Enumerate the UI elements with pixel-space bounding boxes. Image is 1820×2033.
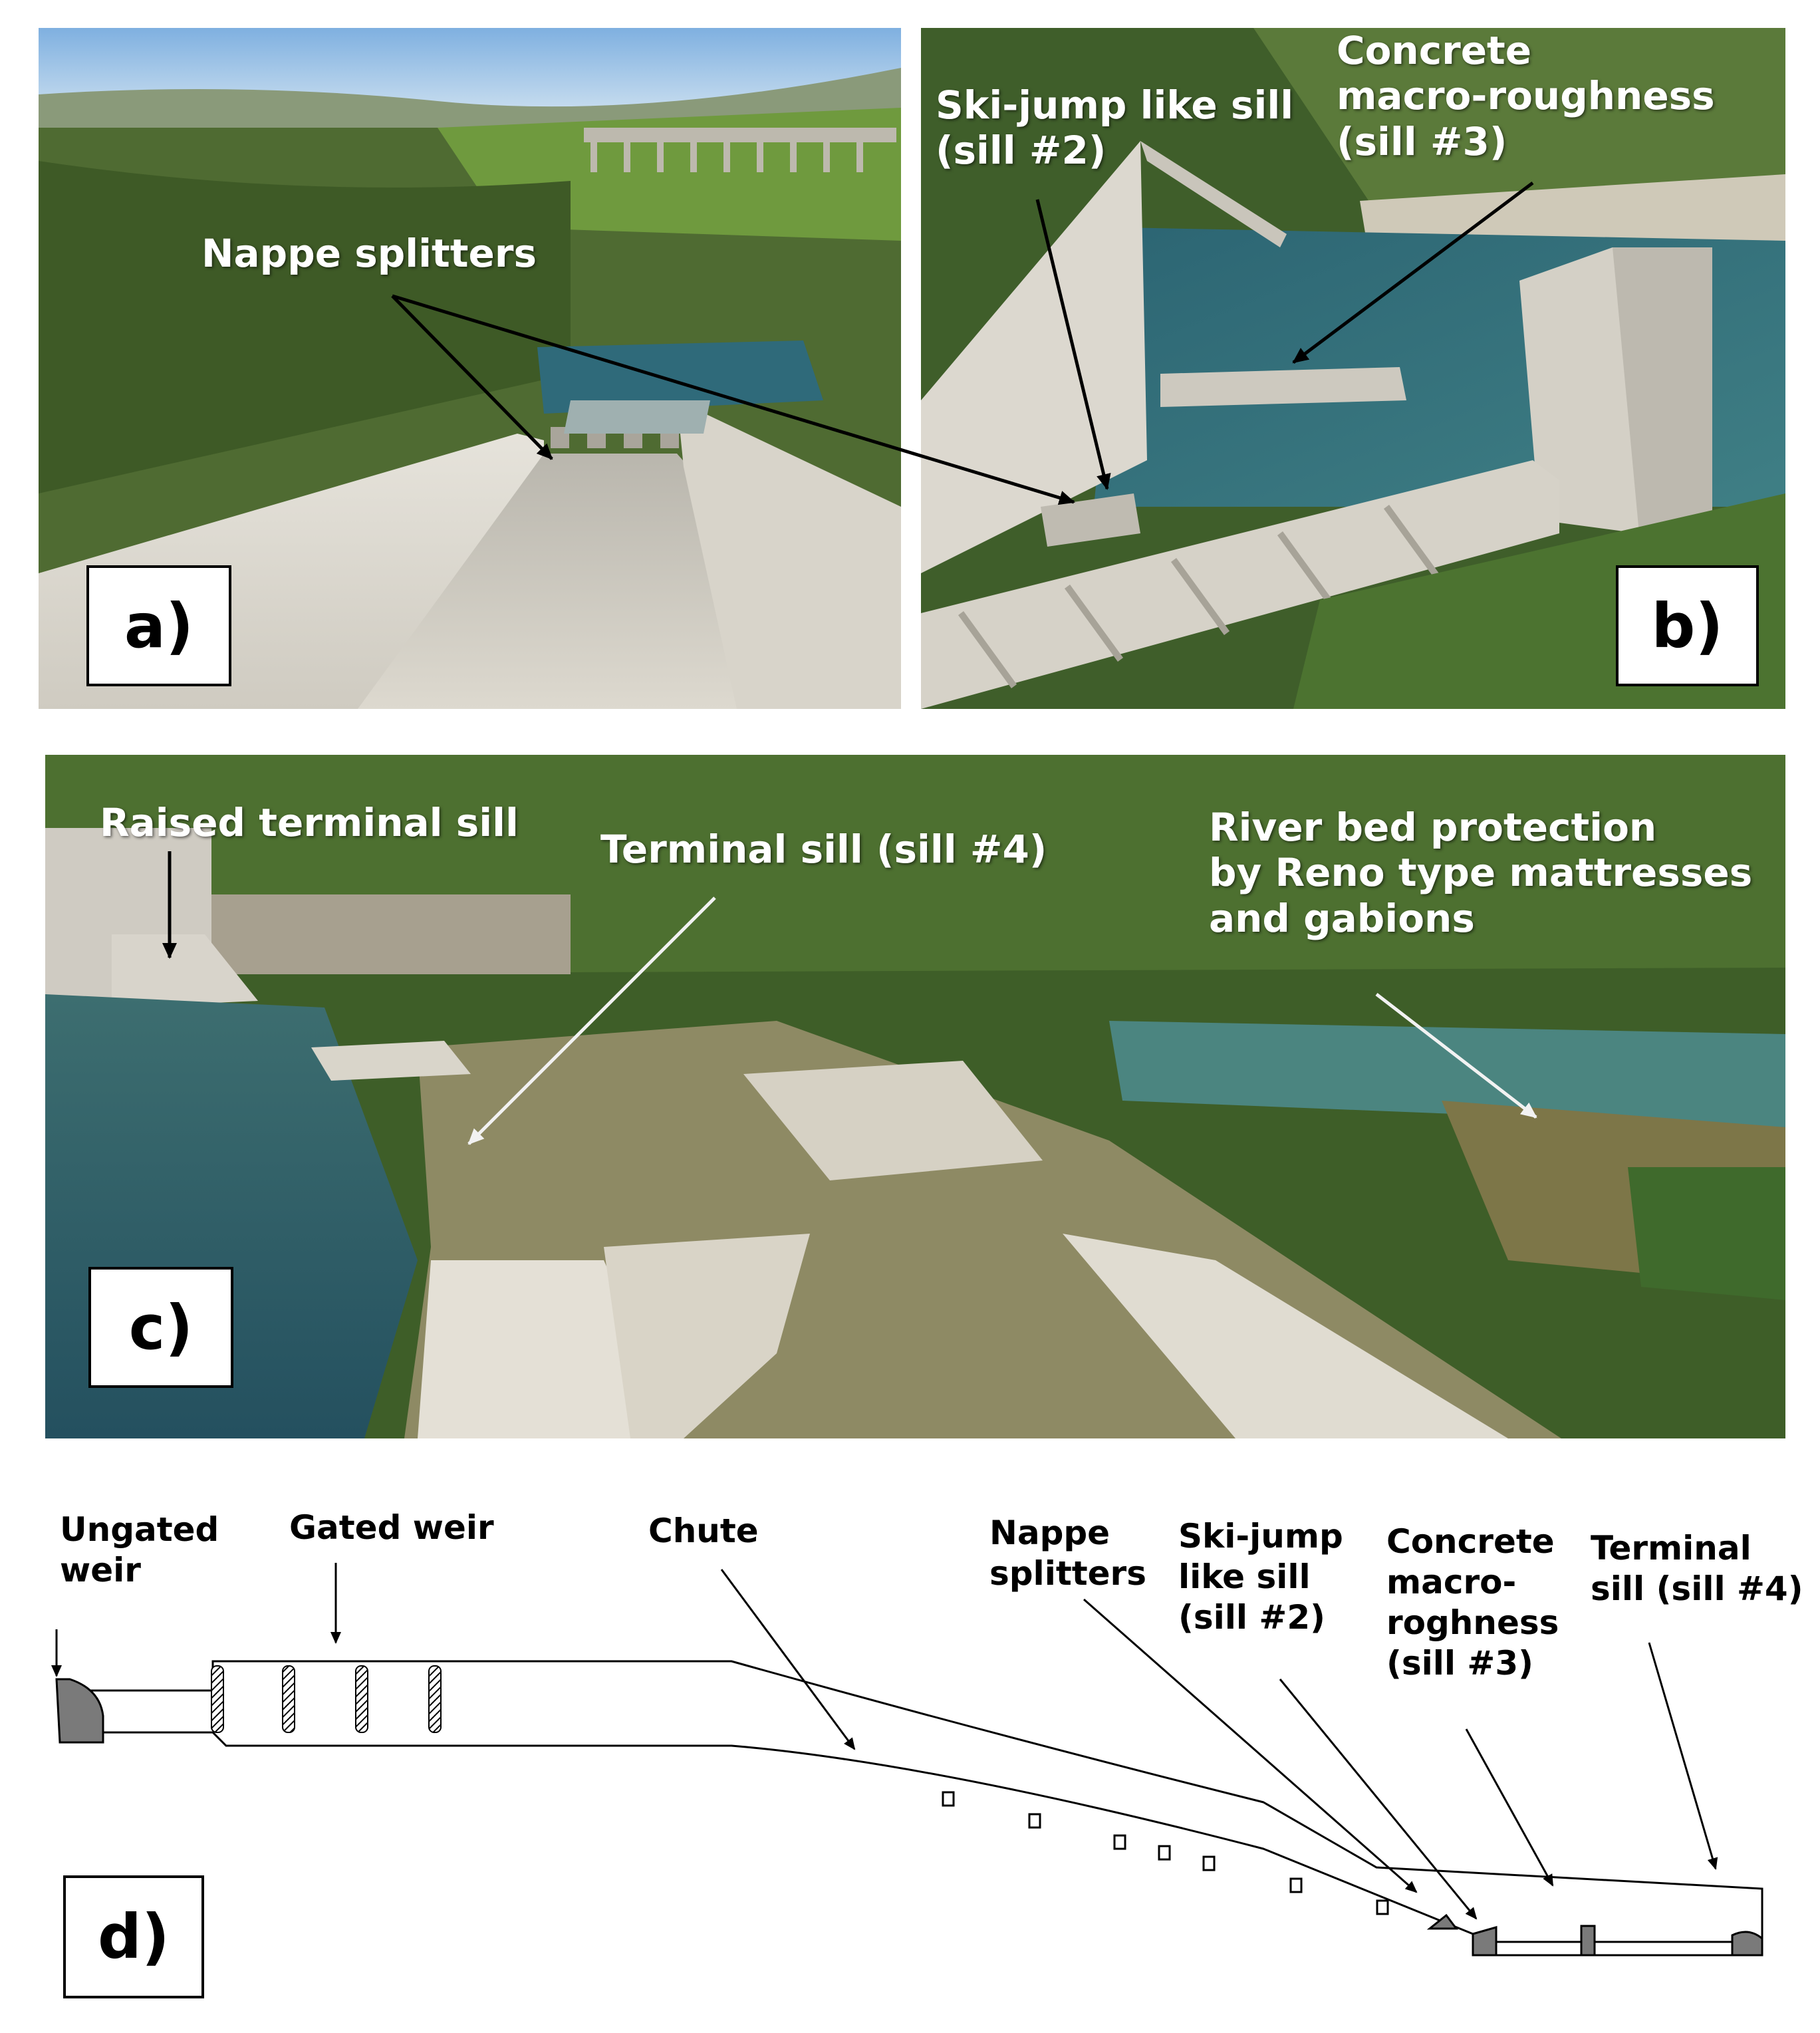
- label-ski-d-line3: (sill #2): [1178, 1598, 1325, 1637]
- label-concrete-line3: (sill #3): [1337, 118, 1507, 164]
- gated-weir-piers: [211, 1665, 442, 1733]
- photo-panel-a: Nappe splitters a): [39, 28, 901, 709]
- schematic-profile: [51, 1563, 1763, 1957]
- label-ski-jump-d: Ski-jump like sill (sill #2): [1178, 1516, 1343, 1638]
- label-conc-d-line2: macro-: [1386, 1563, 1517, 1601]
- nappe-splitter-shape: [1426, 1913, 1458, 1930]
- label-concrete-macro-d: Concrete macro- roghness (sill #3): [1386, 1522, 1559, 1684]
- label-ski-jump-line2: (sill #2): [936, 128, 1106, 174]
- photo-panel-b: Ski-jump like sill (sill #2) Concrete ma…: [921, 28, 1785, 709]
- label-ski-d-line2: like sill: [1178, 1558, 1311, 1596]
- label-ski-jump-sill: Ski-jump like sill (sill #2): [936, 82, 1293, 174]
- spillway-profile-outline: [60, 1660, 1763, 1957]
- photo-terminal-sill: [45, 755, 1785, 1438]
- label-conc-d-line1: Concrete: [1386, 1522, 1555, 1561]
- label-concrete-line2: macro-roughness: [1337, 73, 1715, 119]
- terminal-sill-shape: [1731, 1931, 1763, 1957]
- label-nappe-splitters: Nappe splitters: [201, 231, 537, 276]
- label-terminal-sill-4: Terminal sill (sill #4): [600, 827, 1047, 872]
- label-ungated-line1: Ungated: [60, 1510, 219, 1549]
- panel-letter-a: a): [86, 565, 231, 686]
- label-ski-d-line1: Ski-jump: [1178, 1517, 1343, 1556]
- label-conc-d-line4: (sill #3): [1386, 1644, 1533, 1683]
- label-term-d-line1: Terminal: [1591, 1529, 1752, 1567]
- panel-letter-b: b): [1616, 565, 1759, 686]
- label-ski-jump-line1: Ski-jump like sill: [936, 82, 1294, 128]
- label-term-d-line2: sill (sill #4): [1591, 1569, 1803, 1608]
- label-river-bed-protection: River bed protection by Reno type mattre…: [1209, 805, 1752, 941]
- label-river-line1: River bed protection: [1209, 805, 1657, 850]
- ungated-weir-shape: [55, 1678, 104, 1744]
- label-gated-weir: Gated weir: [289, 1508, 494, 1547]
- label-chute: Chute: [648, 1512, 759, 1550]
- macro-roughness-shape: [1580, 1925, 1596, 1957]
- photo-panel-c: Raised terminal sill Terminal sill (sill…: [45, 755, 1785, 1438]
- label-river-line3: and gabions: [1209, 895, 1475, 941]
- label-concrete-macro-roughness: Concrete macro-roughness (sill #3): [1337, 28, 1715, 164]
- label-terminal-sill-d: Terminal sill (sill #4): [1591, 1528, 1803, 1609]
- label-raised-terminal-sill: Raised terminal sill: [100, 800, 519, 845]
- label-river-line2: by Reno type mattresses: [1209, 850, 1753, 896]
- label-ungated-line2: weir: [60, 1551, 141, 1589]
- label-nappe-line2: splitters: [989, 1554, 1146, 1593]
- ski-jump-sill-shape: [1472, 1926, 1497, 1957]
- panel-letter-c: c): [88, 1267, 233, 1388]
- label-concrete-line1: Concrete: [1337, 28, 1532, 73]
- schematic-panel-d: Ungated weir Gated weir Chute Nappe spli…: [0, 1450, 1820, 2033]
- label-nappe-splitters-d: Nappe splitters: [989, 1513, 1146, 1594]
- label-conc-d-line3: roghness: [1386, 1603, 1559, 1642]
- label-nappe-line1: Nappe: [989, 1514, 1110, 1552]
- schematic-arrows: [51, 1563, 1718, 1920]
- chute-aerators: [942, 1791, 1389, 1915]
- label-ungated-weir: Ungated weir: [60, 1510, 219, 1591]
- panel-letter-d: d): [63, 1875, 204, 1998]
